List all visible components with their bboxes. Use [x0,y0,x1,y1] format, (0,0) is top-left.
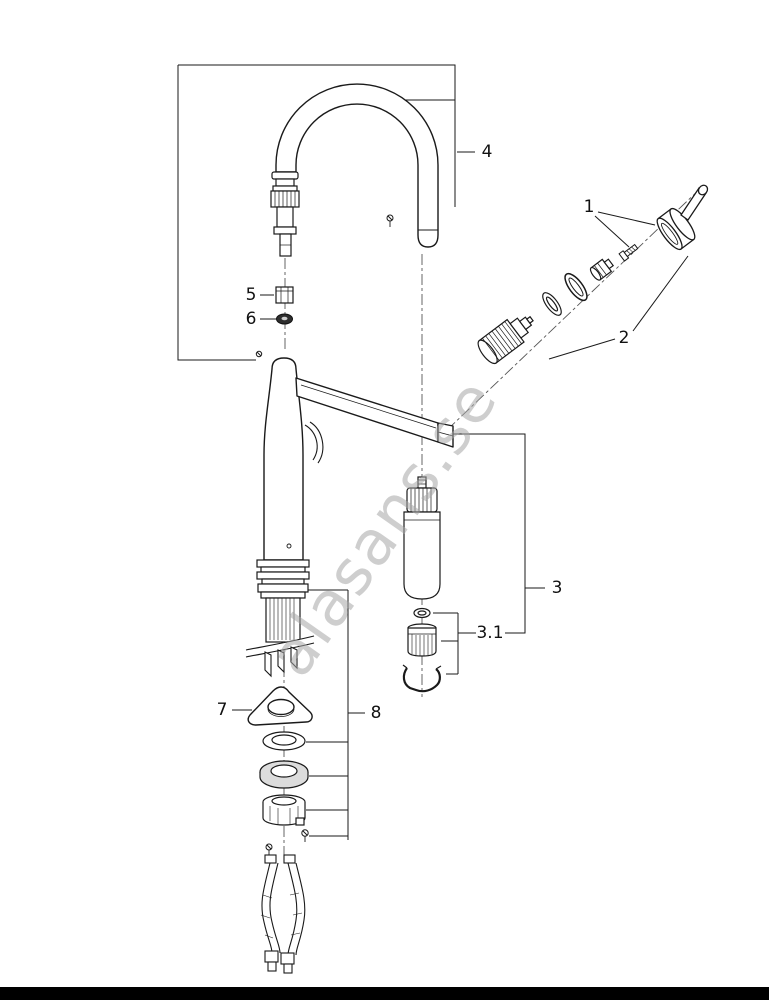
part-label-2: 2 [618,328,630,348]
part-label-7: 7 [216,700,228,720]
part-label-3-1: 3.1 [476,623,504,643]
handle-screw [618,243,639,262]
tube-ends-group [264,646,298,678]
centerlines [283,185,704,862]
handle-adapter [589,258,615,281]
part-label-3: 3 [551,578,563,598]
mounting-screws [265,829,309,858]
slip-ring [542,292,562,316]
part-5-bushing [275,286,294,304]
small-screw-top [386,214,394,227]
footer-bar [0,987,769,1000]
part-label-4: 4 [481,142,493,162]
cartridge-group [477,315,534,365]
check-valve-group [403,476,441,600]
body-base-group [256,559,310,643]
leader-lines [177,64,689,840]
small-screw-body-top [255,350,263,358]
mounting-nut [262,794,306,826]
part-label-1: 1 [583,197,595,217]
part-3-1-group [402,607,442,693]
escutcheon-ring [564,272,588,302]
spout-group [275,83,439,248]
part-label-6: 6 [245,309,257,329]
hoses-group [260,854,306,974]
faucet-body-group [263,357,454,561]
handle-cap-group [656,184,709,251]
part-label-8: 8 [370,703,382,723]
washer-1 [262,731,306,751]
part-6-oring [276,313,293,325]
mounting-triangle-group [247,686,313,726]
spray-head-group [270,171,300,257]
part-label-5: 5 [245,285,257,305]
washer-2 [259,760,309,789]
